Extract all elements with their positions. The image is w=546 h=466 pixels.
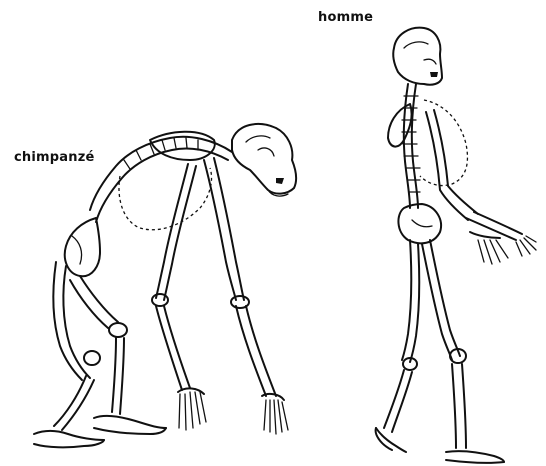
- chimpanzee-hind-leg-far: [34, 262, 104, 447]
- human-leg-far: [376, 240, 420, 452]
- chimpanzee-spine: [90, 137, 232, 222]
- human-skeleton: [376, 28, 536, 463]
- chimpanzee-far-arm: [152, 164, 206, 430]
- human-spine: [402, 84, 420, 208]
- human-scapula: [388, 104, 412, 147]
- chimpanzee-skeleton: [34, 124, 296, 447]
- human-pelvis: [398, 204, 441, 243]
- human-leg-near: [422, 240, 504, 463]
- human-arm: [426, 110, 536, 264]
- chimpanzee-ribcage: [119, 168, 212, 230]
- chimpanzee-pelvis: [65, 218, 100, 276]
- chimpanzee-skull: [232, 124, 296, 196]
- chimpanzee-front-arm: [204, 158, 288, 434]
- human-skull: [393, 28, 442, 85]
